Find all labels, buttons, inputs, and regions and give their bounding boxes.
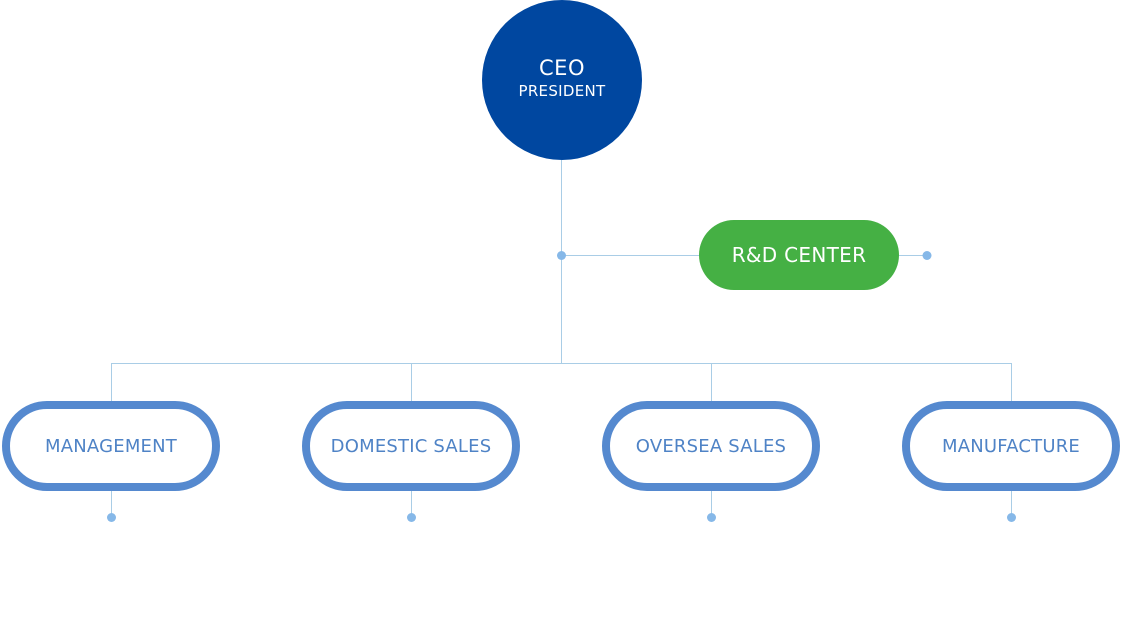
ceo-title: CEO	[539, 56, 585, 80]
manufacture-end-dot	[1007, 513, 1016, 522]
oversea-sales-end-dot	[707, 513, 716, 522]
department-node-oversea-sales: OVERSEA SALES	[602, 401, 820, 491]
department-node-manufacture: MANUFACTURE	[902, 401, 1120, 491]
trunk-junction-dot	[557, 251, 566, 260]
ceo-subtitle: PRESIDENT	[518, 82, 606, 100]
department-node-management: MANAGEMENT	[2, 401, 220, 491]
ceo-node: CEO PRESIDENT	[482, 0, 642, 160]
rd-center-node: R&D CENTER	[699, 220, 899, 290]
department-node-domestic-sales: DOMESTIC SALES	[302, 401, 520, 491]
rd-end-dot	[922, 251, 932, 260]
domestic-sales-end-dot	[407, 513, 416, 522]
management-end-dot	[107, 513, 116, 522]
